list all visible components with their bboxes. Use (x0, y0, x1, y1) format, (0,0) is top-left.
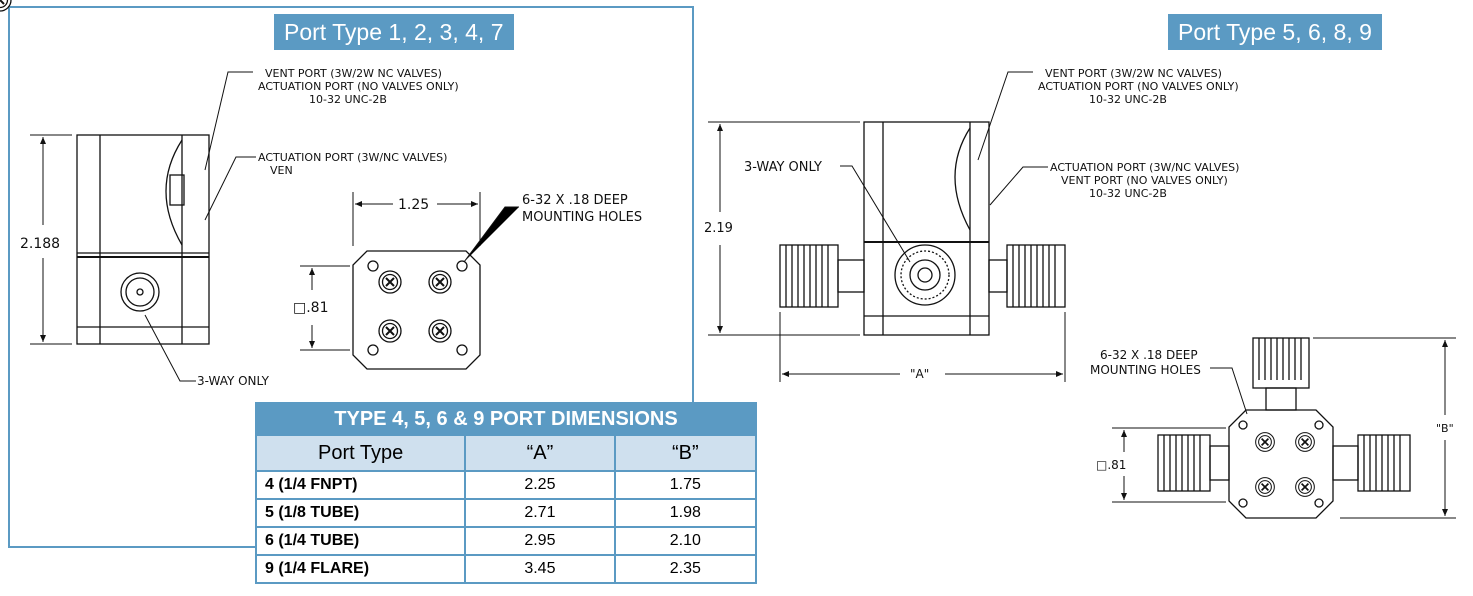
left-vent-port-callout: VENT PORT (3W/2W NC VALVES) ACTUATION PO… (258, 67, 462, 106)
row-b-value: 2.10 (613, 526, 758, 556)
right-three-way-callout: 3-WAY ONLY (744, 160, 822, 175)
port-dimensions-table: TYPE 4, 5, 6 & 9 PORT DIMENSIONS Port Ty… (254, 402, 758, 584)
row-port-type: 4 (1/4 FNPT) (254, 470, 467, 500)
row-a-value: 2.95 (464, 526, 616, 556)
row-port-type: 5 (1/8 TUBE) (254, 498, 467, 528)
row-port-type: 6 (1/4 TUBE) (254, 526, 467, 556)
right-b-label: "B" (1436, 422, 1454, 435)
column-header-a: “A” (464, 434, 616, 472)
left-actuation-port-callout: ACTUATION PORT (3W/NC VALVES) VEN (258, 151, 451, 177)
row-b-value: 1.98 (613, 498, 758, 528)
table-title: TYPE 4, 5, 6 & 9 PORT DIMENSIONS (255, 402, 757, 436)
left-bottom-view (0, 0, 481, 370)
right-panel-header: Port Type 5, 6, 8, 9 (1168, 14, 1382, 50)
right-mounting-holes-callout: 6-32 X .18 DEEP MOUNTING HOLES (1090, 348, 1201, 377)
right-height-label: 2.19 (704, 221, 733, 236)
left-side-view (76, 134, 210, 345)
row-b-value: 1.75 (613, 470, 758, 500)
left-height-dimension (30, 134, 72, 345)
table-row: 9 (1/4 FLARE) 3.45 2.35 (254, 554, 758, 584)
left-width-label: 1.25 (398, 197, 429, 213)
column-header-b: “B” (613, 434, 758, 472)
row-a-value: 2.71 (464, 498, 616, 528)
right-vent-port-callout: VENT PORT (3W/2W NC VALVES) ACTUATION PO… (1038, 67, 1242, 106)
table-row: 5 (1/8 TUBE) 2.71 1.98 (254, 498, 758, 528)
left-panel-header: Port Type 1, 2, 3, 4, 7 (274, 14, 514, 50)
right-a-label: "A" (910, 367, 929, 381)
left-square-label: □.81 (293, 300, 329, 316)
left-three-way-callout: 3-WAY ONLY (197, 374, 270, 388)
row-a-value: 3.45 (464, 554, 616, 584)
right-front-view (779, 121, 1066, 336)
column-header-port-type: Port Type (254, 434, 467, 472)
table-row: 4 (1/4 FNPT) 2.25 1.75 (254, 470, 758, 500)
right-square-label: □.81 (1096, 458, 1126, 472)
row-b-value: 2.35 (613, 554, 758, 584)
left-height-label: 2.188 (20, 236, 60, 252)
row-a-value: 2.25 (464, 470, 616, 500)
right-actuation-port-callout: ACTUATION PORT (3W/NC VALVES) VENT PORT … (1050, 161, 1243, 200)
row-port-type: 9 (1/4 FLARE) (254, 554, 467, 584)
left-mounting-holes-callout: 6-32 X .18 DEEP MOUNTING HOLES (522, 193, 642, 225)
table-row: 6 (1/4 TUBE) 2.95 2.10 (254, 526, 758, 556)
right-bottom-view (1157, 337, 1411, 519)
